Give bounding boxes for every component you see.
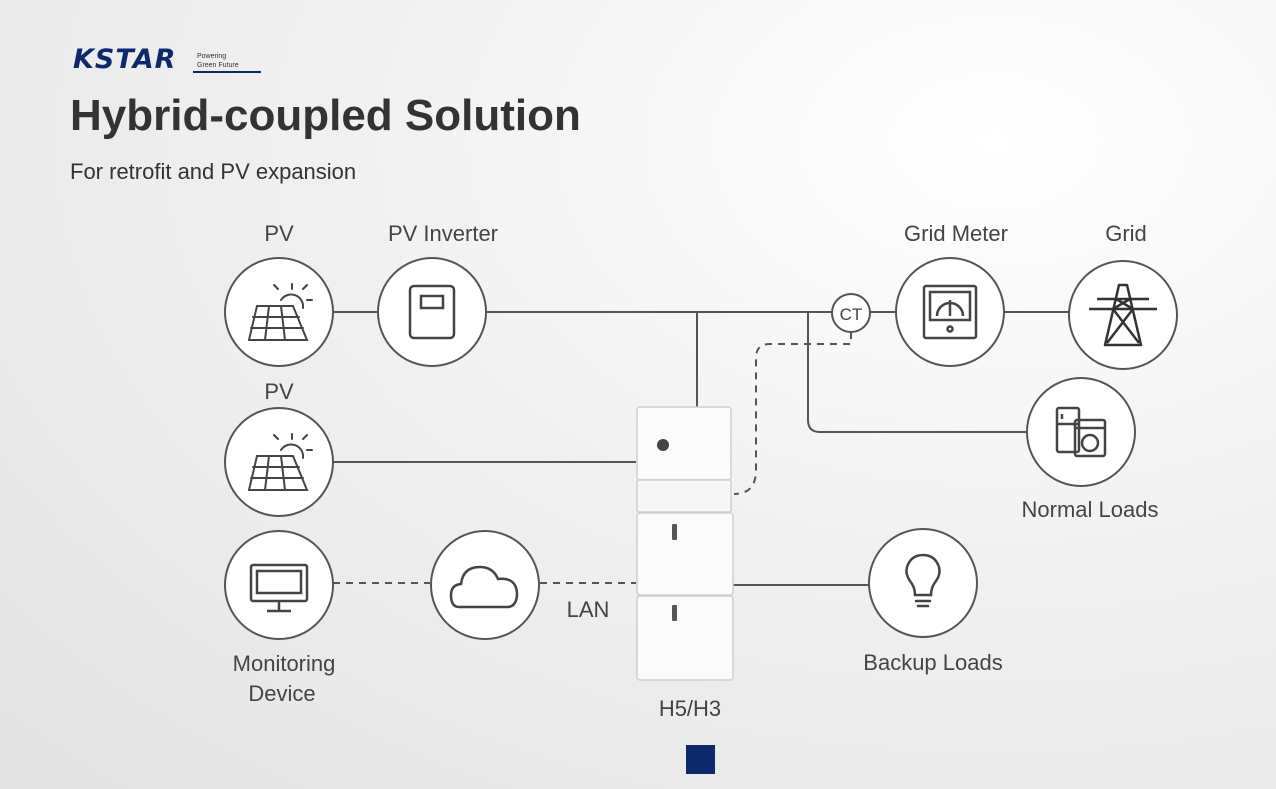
node-monitoring-device: Monitoring Device	[224, 530, 336, 706]
logo-tagline: Powering Green Future	[197, 52, 239, 70]
solar-panel-icon	[247, 283, 313, 341]
pv-top-label: PV	[264, 221, 294, 246]
node-grid-meter: Grid Meter	[895, 221, 1008, 367]
pv-top-circle	[224, 257, 334, 367]
node-cloud	[430, 530, 540, 640]
node-pv-bottom: PV	[224, 379, 334, 517]
normal-loads-label: Normal Loads	[1022, 497, 1159, 522]
lan-label: LAN	[567, 597, 610, 622]
cloud-icon	[449, 565, 519, 609]
normal-loads-circle	[1026, 377, 1136, 487]
pv-inverter-circle	[377, 257, 487, 367]
hybrid-inverter-battery-icon	[636, 406, 734, 681]
ct-circle	[831, 293, 871, 333]
backup-loads-label: Backup Loads	[863, 650, 1002, 675]
pv-inverter-label: PV Inverter	[388, 221, 498, 246]
monitoring-label-line2: Device	[248, 681, 315, 706]
logo-tagline-line2: Green Future	[197, 62, 239, 69]
logo-underline	[193, 71, 261, 73]
node-hybrid-unit: H5/H3	[636, 406, 734, 721]
logo-wordmark: KSTAR	[73, 44, 177, 75]
node-pv-inverter: PV Inverter	[377, 221, 498, 367]
inverter-icon	[408, 284, 456, 340]
grid-label: Grid	[1105, 221, 1147, 246]
hybrid-label: H5/H3	[659, 696, 721, 721]
pv-bottom-label: PV	[264, 379, 294, 404]
monitor-icon	[249, 563, 309, 613]
kstar-logo: KSTAR Powering Green Future	[73, 44, 263, 76]
page-indicator	[686, 745, 715, 774]
node-grid: Grid	[1068, 221, 1178, 370]
node-backup-loads: Backup Loads	[863, 528, 1003, 675]
node-normal-loads: Normal Loads	[1022, 377, 1159, 522]
ct-label: CT	[840, 305, 863, 324]
node-ct: CT	[831, 293, 871, 333]
page-subtitle: For retrofit and PV expansion	[70, 159, 357, 184]
comm-lines	[333, 332, 852, 584]
line-ct-to-hybrid-comm	[733, 332, 852, 495]
power-lines	[333, 311, 1069, 586]
page-title: Hybrid-coupled Solution	[70, 91, 581, 140]
meter-icon	[922, 284, 978, 340]
transmission-tower-icon	[1089, 283, 1157, 347]
cloud-circle	[430, 530, 540, 640]
logo-tagline-line1: Powering	[197, 53, 227, 60]
line-bus-to-normal-loads	[807, 312, 1028, 433]
node-pv-top: PV	[224, 221, 334, 367]
monitoring-label-line1: Monitoring	[233, 651, 336, 676]
backup-loads-circle	[868, 528, 978, 638]
light-bulb-icon	[905, 553, 941, 608]
grid-meter-label: Grid Meter	[904, 221, 1008, 246]
monitoring-circle	[224, 530, 334, 640]
grid-circle	[1068, 260, 1178, 370]
pv-bottom-circle	[224, 407, 334, 517]
appliances-icon	[1055, 406, 1107, 458]
solar-panel-icon	[247, 433, 313, 491]
